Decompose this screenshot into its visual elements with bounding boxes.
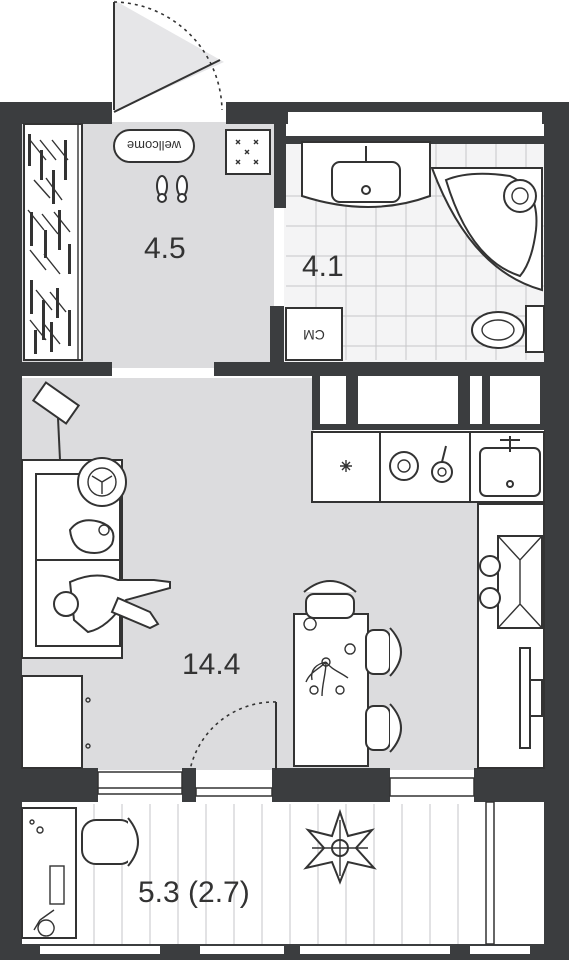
side-table: [77, 457, 127, 507]
balcony-desk: [21, 807, 77, 939]
shoes-icon: [156, 175, 188, 203]
cat-icon: [68, 519, 115, 554]
stove-icon: [389, 445, 453, 483]
person-icon: [53, 574, 171, 634]
dining-chair-top: [303, 580, 357, 619]
entrance-door: [113, 0, 224, 113]
wardrobe: [23, 123, 83, 361]
plant-icon: [303, 808, 377, 885]
dining-chair-right-1: [365, 627, 402, 677]
living-door: [189, 701, 277, 771]
corner-bathtub: [430, 167, 543, 292]
tv: [519, 647, 543, 749]
office-chair: [81, 817, 139, 867]
kitchen-fridge: [477, 503, 545, 769]
bathroom-sink: [301, 141, 431, 208]
dining-chair-right-2: [365, 703, 402, 753]
kitchen-sink: [479, 436, 541, 497]
floor-lamp: [31, 381, 81, 461]
room-area-hall: 4.5: [144, 232, 186, 265]
washing-machine-label: CM: [303, 327, 325, 343]
doormat-label: wellcome: [127, 138, 182, 153]
doormat: wellcome: [113, 129, 195, 163]
room-area-balcony: 5.3 (2.7): [138, 876, 250, 909]
flower-vase-icon: [305, 657, 349, 697]
washing-machine: CM: [285, 307, 343, 361]
room-area-living: 14.4: [182, 648, 240, 681]
toilet: [471, 305, 545, 353]
dresser: [21, 675, 91, 769]
hall-stool: [225, 129, 271, 175]
dining-table: [293, 613, 369, 767]
walls: [0, 102, 569, 960]
room-area-bathroom: 4.1: [302, 250, 344, 283]
